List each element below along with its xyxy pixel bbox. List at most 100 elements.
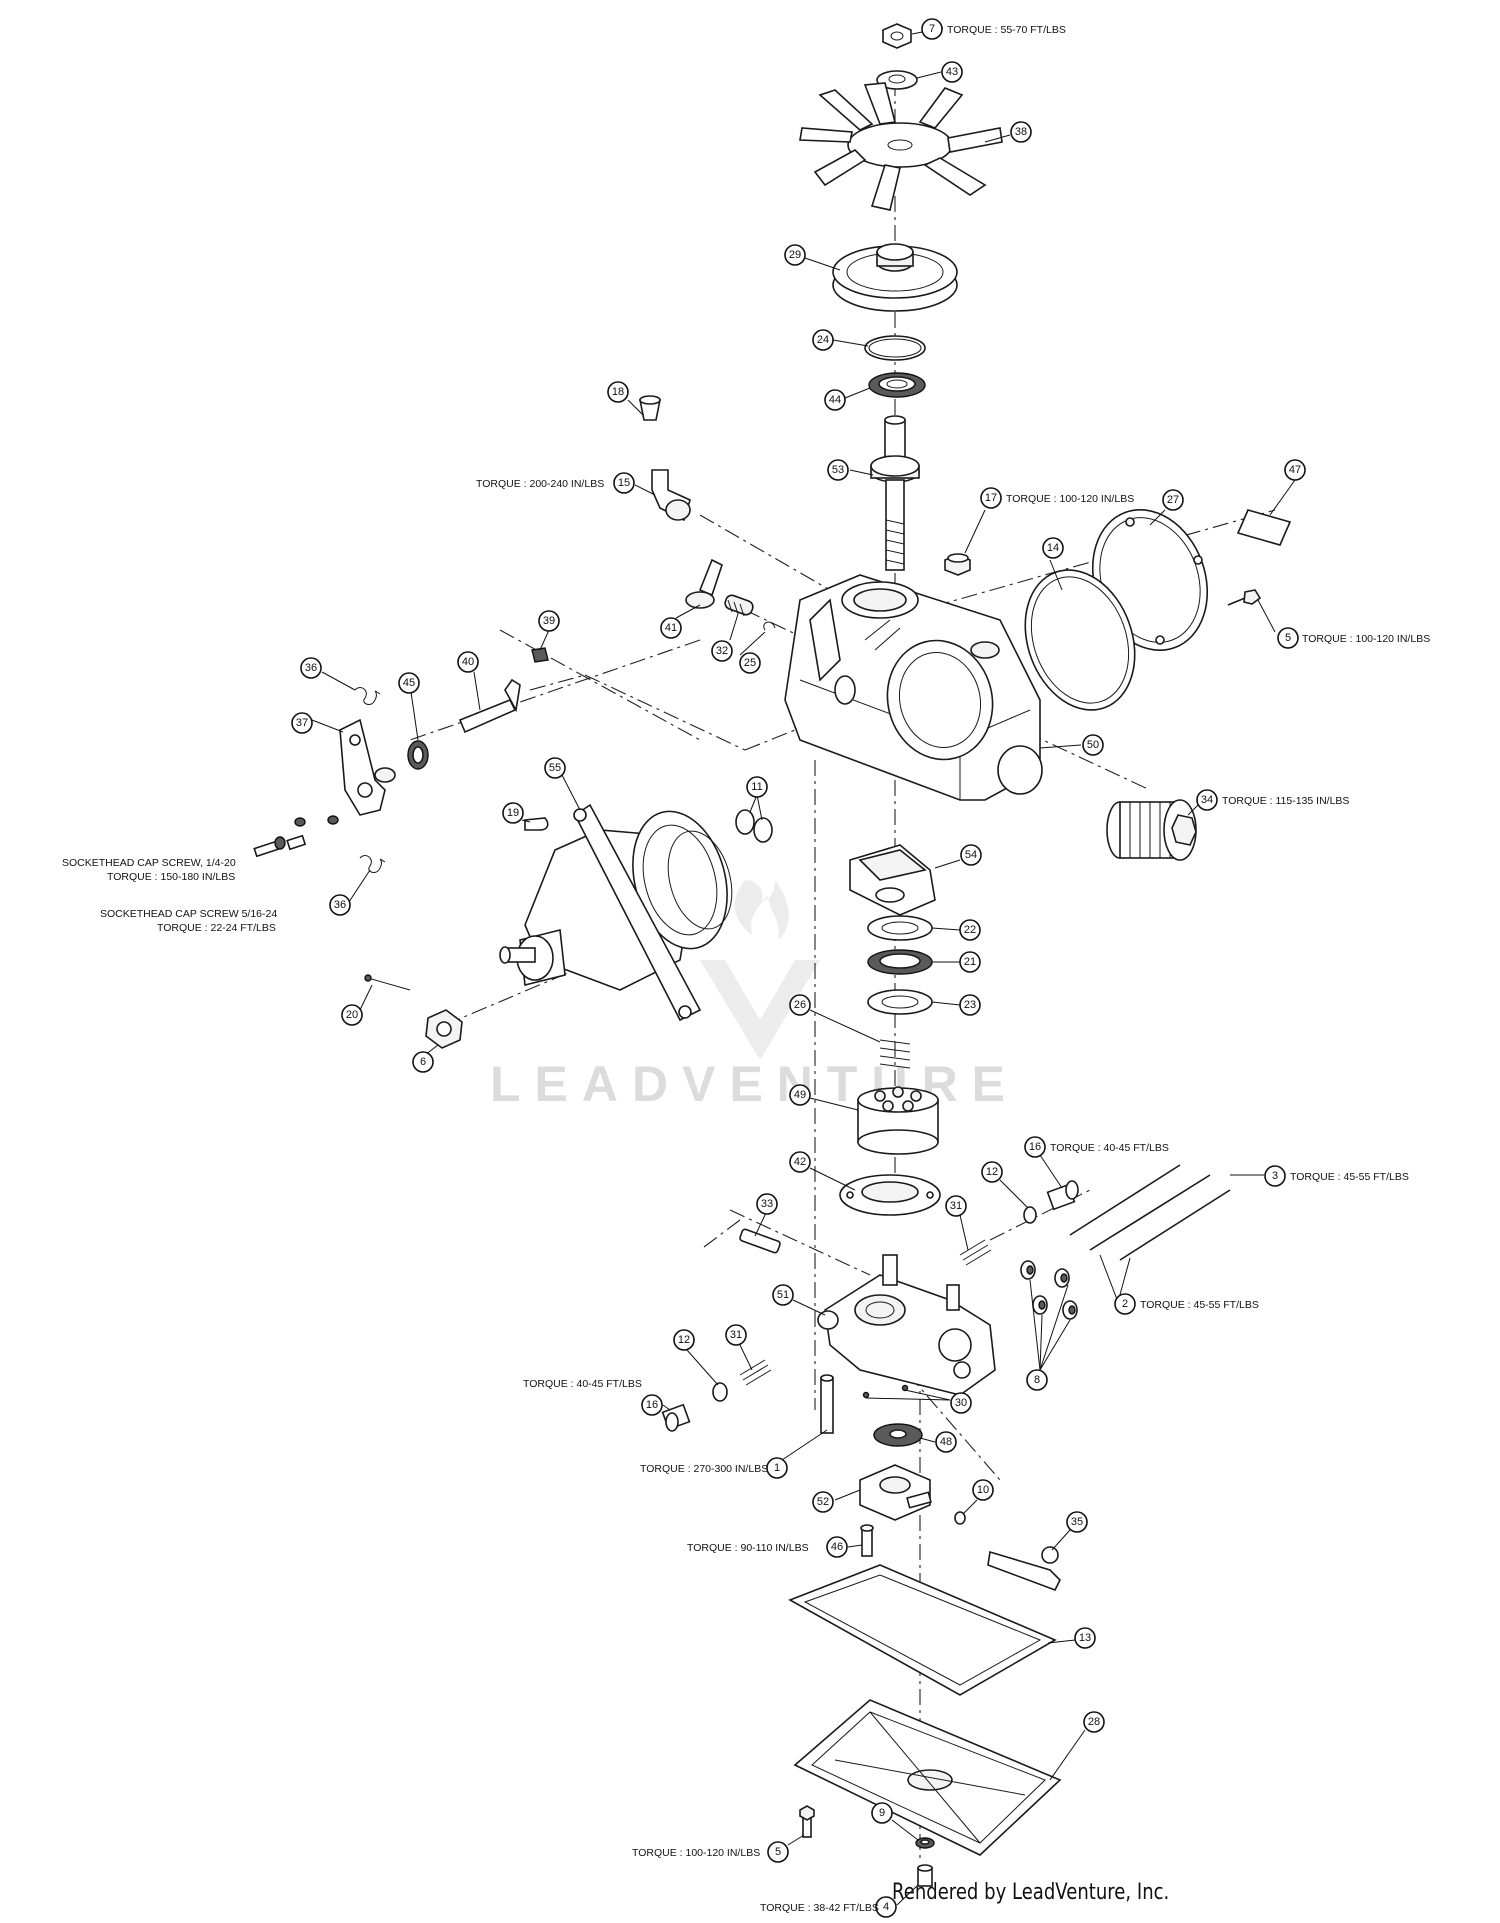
svg-text:48: 48 bbox=[940, 1436, 952, 1448]
part-key-19 bbox=[524, 817, 549, 831]
part-bolts-3 bbox=[1069, 1164, 1231, 1261]
part-gerotor-48 bbox=[873, 1423, 923, 1447]
svg-text:27: 27 bbox=[1167, 494, 1179, 506]
svg-text:19: 19 bbox=[507, 807, 519, 819]
part-axle-housing-55 bbox=[499, 803, 733, 1022]
callout-53: 53 bbox=[827, 459, 849, 481]
svg-text:23: 23 bbox=[964, 999, 976, 1011]
part-bushing-16-top bbox=[1046, 1180, 1079, 1211]
part-bolt-1 bbox=[820, 1374, 834, 1434]
callout-15: 15 bbox=[613, 472, 635, 494]
callout-35: 35 bbox=[1066, 1511, 1088, 1533]
part-nut-6 bbox=[425, 1009, 463, 1049]
torque-label-sockethead-1: TORQUE : 150-180 IN/LBS bbox=[107, 871, 235, 883]
svg-text:11: 11 bbox=[751, 781, 762, 793]
part-charge-cover-52 bbox=[859, 1464, 932, 1521]
svg-text:55: 55 bbox=[549, 762, 561, 774]
part-pins-30 bbox=[862, 1384, 909, 1399]
torque-label-1: TORQUE : 270-300 IN/LBS bbox=[640, 1463, 768, 1475]
svg-text:26: 26 bbox=[794, 999, 806, 1011]
torque-label-3: TORQUE : 45-55 FT/LBS bbox=[1290, 1171, 1409, 1183]
part-thrust-washer-22 bbox=[867, 915, 933, 941]
svg-text:47: 47 bbox=[1289, 464, 1301, 476]
callout-13: 13 bbox=[1074, 1627, 1096, 1649]
callout-22: 22 bbox=[959, 919, 981, 941]
callout-9: 9 bbox=[871, 1802, 893, 1824]
part-drain-plug-4 bbox=[917, 1864, 933, 1887]
callout-8: 8 bbox=[1026, 1369, 1048, 1391]
svg-text:20: 20 bbox=[346, 1009, 358, 1021]
svg-text:45: 45 bbox=[403, 677, 415, 689]
callout-16-top: 16 bbox=[1024, 1136, 1046, 1158]
part-lever-41 bbox=[685, 558, 723, 609]
part-orings-11 bbox=[735, 809, 773, 843]
torque-label-2: TORQUE : 45-55 FT/LBS bbox=[1140, 1299, 1259, 1311]
svg-text:15: 15 bbox=[618, 477, 630, 489]
svg-text:37: 37 bbox=[296, 717, 308, 729]
svg-text:31: 31 bbox=[950, 1200, 962, 1212]
callout-3: 3 bbox=[1264, 1165, 1286, 1187]
part-spring-31-bottom bbox=[739, 1359, 772, 1386]
svg-text:12: 12 bbox=[678, 1334, 690, 1346]
callout-55: 55 bbox=[544, 757, 566, 779]
svg-text:36: 36 bbox=[334, 899, 346, 911]
part-valve-33 bbox=[739, 1228, 781, 1254]
svg-text:9: 9 bbox=[879, 1807, 885, 1819]
torque-label-5-bottom: TORQUE : 100-120 IN/LBS bbox=[632, 1847, 760, 1859]
svg-text:5: 5 bbox=[1285, 632, 1291, 644]
part-oring-10 bbox=[954, 1511, 966, 1525]
svg-text:16: 16 bbox=[1029, 1141, 1041, 1153]
callout-20: 20 bbox=[341, 1004, 363, 1026]
part-spring-36-top bbox=[354, 687, 381, 705]
part-sockethead-screws bbox=[253, 815, 339, 858]
part-label-47 bbox=[1236, 509, 1292, 546]
part-seal-45 bbox=[407, 740, 429, 770]
svg-text:2: 2 bbox=[1122, 1298, 1128, 1310]
svg-text:22: 22 bbox=[964, 924, 976, 936]
part-center-section-51 bbox=[817, 1254, 996, 1396]
svg-text:8: 8 bbox=[1034, 1374, 1040, 1386]
callout-27: 27 bbox=[1162, 489, 1184, 511]
callout-36-top: 36 bbox=[300, 657, 322, 679]
callout-29: 29 bbox=[784, 244, 806, 266]
callout-5-top: 5 bbox=[1277, 627, 1299, 649]
svg-text:34: 34 bbox=[1201, 794, 1213, 806]
part-thrust-washer-23 bbox=[867, 989, 933, 1015]
svg-text:25: 25 bbox=[744, 657, 756, 669]
part-fitting-15 bbox=[651, 469, 691, 522]
callout-26: 26 bbox=[789, 994, 811, 1016]
part-oil-pan-28 bbox=[793, 1699, 1062, 1856]
part-gasket-13 bbox=[788, 1564, 1057, 1696]
svg-text:39: 39 bbox=[543, 615, 555, 627]
part-spring-36-bottom bbox=[359, 855, 386, 873]
callout-38: 38 bbox=[1010, 121, 1032, 143]
part-fan-38 bbox=[799, 82, 1003, 211]
callout-52: 52 bbox=[812, 1491, 834, 1513]
part-filter-34 bbox=[1106, 799, 1197, 861]
svg-text:29: 29 bbox=[789, 249, 801, 261]
part-bracket-54 bbox=[849, 844, 936, 916]
callout-48: 48 bbox=[935, 1431, 957, 1453]
callout-17: 17 bbox=[980, 487, 1002, 509]
watermark-logo bbox=[700, 880, 820, 1060]
part-ring-24 bbox=[864, 335, 926, 361]
callout-49: 49 bbox=[789, 1084, 811, 1106]
part-screw-5-top bbox=[1227, 589, 1262, 606]
part-clip-25 bbox=[763, 621, 776, 631]
torque-label-4: TORQUE : 38-42 FT/LBS bbox=[760, 1902, 879, 1914]
svg-text:12: 12 bbox=[986, 1166, 998, 1178]
part-pulley-29 bbox=[832, 243, 958, 312]
svg-text:21: 21 bbox=[964, 956, 976, 968]
callout-4: 4 bbox=[875, 1896, 897, 1918]
part-plate-42 bbox=[839, 1174, 941, 1216]
svg-text:5: 5 bbox=[775, 1846, 781, 1858]
svg-text:41: 41 bbox=[665, 622, 677, 634]
svg-text:16: 16 bbox=[646, 1399, 658, 1411]
svg-text:46: 46 bbox=[831, 1541, 843, 1553]
callout-11: 11 bbox=[746, 776, 768, 798]
callout-30: 30 bbox=[950, 1392, 972, 1414]
svg-text:53: 53 bbox=[832, 464, 844, 476]
callout-42: 42 bbox=[789, 1151, 811, 1173]
part-washer-9 bbox=[915, 1837, 935, 1849]
